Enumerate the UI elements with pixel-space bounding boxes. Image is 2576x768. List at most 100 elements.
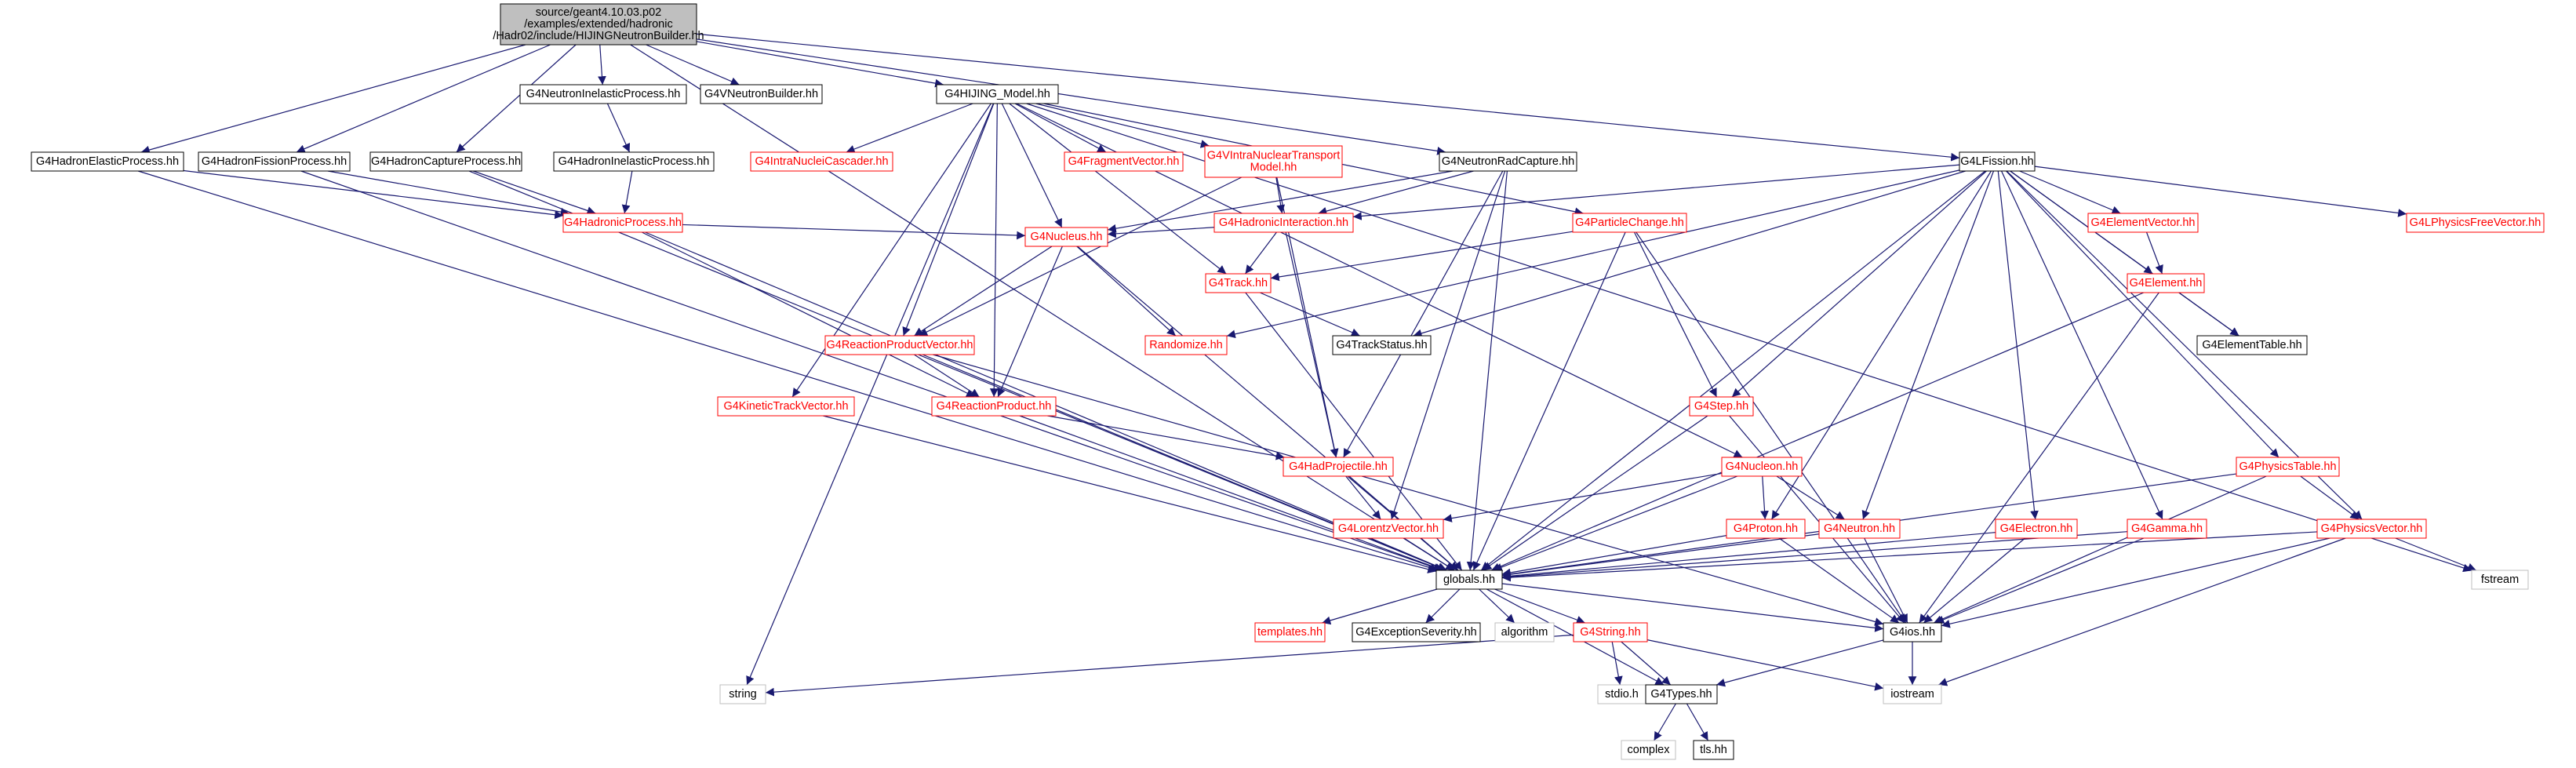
edge-hadronElastic-to-globals xyxy=(137,170,1439,572)
node-box xyxy=(519,84,687,104)
node-electron[interactable]: G4Electron.hh xyxy=(1995,519,2078,539)
node-intraNucleiCascader[interactable]: G4IntraNucleiCascader.hh xyxy=(750,151,893,172)
node-trackStatus: G4TrackStatus.hh xyxy=(1332,335,1432,355)
node-track[interactable]: G4Track.hh xyxy=(1205,273,1272,293)
node-root: source/geant4.10.03.p02/examples/extende… xyxy=(493,3,704,45)
edge-hadronFission-to-globals xyxy=(300,170,1443,572)
edge-physicsVector-to-g4ios xyxy=(1941,537,2330,628)
edge-nucleon-to-neutron xyxy=(1776,475,1845,520)
edges-layer xyxy=(137,33,2477,741)
node-label: G4FragmentVector.hh xyxy=(1068,155,1180,168)
node-box xyxy=(1689,396,1754,417)
node-box xyxy=(1352,622,1481,642)
node-label: G4HadronInelasticProcess.hh xyxy=(558,155,710,168)
node-hijing: G4HIJING_Model.hh xyxy=(936,84,1059,104)
node-box xyxy=(1645,684,1718,704)
edge-globals-to-g4ios xyxy=(1501,583,1884,632)
node-label: G4NeutronRadCapture.hh xyxy=(1442,155,1574,168)
node-box xyxy=(2471,570,2529,590)
node-box xyxy=(750,151,893,172)
node-box xyxy=(1064,151,1184,172)
node-label: G4LPhysicsFreeVector.hh xyxy=(2410,217,2541,229)
node-box xyxy=(1494,622,1555,642)
node-nucleus[interactable]: G4Nucleus.hh xyxy=(1024,227,1108,247)
node-physicsTable[interactable]: G4PhysicsTable.hh xyxy=(2236,457,2340,477)
node-lorentzVector[interactable]: G4LorentzVector.hh xyxy=(1333,519,1444,539)
edge-particleChange-to-track xyxy=(1270,231,1574,282)
node-box xyxy=(1597,684,1646,704)
node-string: string xyxy=(719,684,766,704)
node-reactionProductVector[interactable]: G4ReactionProductVector.hh xyxy=(824,335,975,355)
nodes-layer: source/geant4.10.03.p02/examples/extende… xyxy=(31,3,2545,760)
edge-neutron-to-g4ios xyxy=(1864,537,1908,624)
node-box xyxy=(1024,227,1108,247)
node-box xyxy=(1621,740,1676,760)
node-reactionProduct[interactable]: G4ReactionProduct.hh xyxy=(931,396,1057,417)
node-templates[interactable]: templates.hh xyxy=(1254,622,1326,642)
node-randomize[interactable]: Randomize.hh xyxy=(1144,335,1228,355)
node-proton[interactable]: G4Proton.hh xyxy=(1726,519,1806,539)
edge-reactionProduct-to-globals xyxy=(1019,415,1444,572)
node-particleChange[interactable]: G4ParticleChange.hh xyxy=(1572,213,1687,233)
edge-nucleus-to-globals xyxy=(1077,246,1459,571)
edge-lFission-to-physicsTable xyxy=(2005,170,2279,458)
node-box xyxy=(1726,519,1806,539)
edge-step-to-g4ios xyxy=(1729,415,1905,624)
node-label: G4ExceptionSeverity.hh xyxy=(1355,626,1476,639)
edge-kineticTrackVector-to-globals xyxy=(823,415,1437,573)
edge-lFission-to-randomize xyxy=(1226,169,1960,339)
node-element[interactable]: G4Element.hh xyxy=(2127,273,2205,293)
edge-lFission-to-hadronicInteraction xyxy=(1352,164,1960,220)
node-gamma[interactable]: G4Gamma.hh xyxy=(2127,519,2207,539)
edge-lFission-to-step xyxy=(1731,170,1987,398)
edge-vIntraNuclear-to-hadronicInteraction xyxy=(1275,177,1286,214)
node-label: G4NeutronInelasticProcess.hh xyxy=(526,88,681,100)
node-label: G4VNeutronBuilder.hh xyxy=(704,88,818,100)
node-fragmentVector[interactable]: G4FragmentVector.hh xyxy=(1064,151,1184,172)
node-label: G4ElementVector.hh xyxy=(2091,217,2196,229)
node-hadronicProcess[interactable]: G4HadronicProcess.hh xyxy=(562,213,683,233)
edge-hijing-to-fstream xyxy=(1026,103,2472,573)
node-step[interactable]: G4Step.hh xyxy=(1689,396,1754,417)
edge-globals-to-algorithm xyxy=(1479,588,1515,624)
edge-nucleus-to-reactionProductVector xyxy=(914,246,1053,337)
node-kineticTrackVector[interactable]: G4KineticTrackVector.hh xyxy=(717,396,855,417)
node-label: G4Gamma.hh xyxy=(2131,522,2203,535)
node-label: G4Proton.hh xyxy=(1734,522,1798,535)
edge-nucleon-to-lorentzVector xyxy=(1443,472,1723,522)
edge-lFission-to-elementVector xyxy=(2019,170,2121,214)
node-g4string[interactable]: G4String.hh xyxy=(1573,622,1648,642)
node-box xyxy=(2087,213,2199,233)
node-lFission: G4LFission.hh xyxy=(1959,151,2036,172)
node-label: stdio.h xyxy=(1605,688,1639,701)
edge-hijing-to-string xyxy=(746,103,994,686)
node-box xyxy=(1204,145,1343,178)
node-label: globals.hh xyxy=(1443,573,1495,586)
node-hadronFission: G4HadronFissionProcess.hh xyxy=(198,151,351,172)
edge-electron-to-g4ios xyxy=(1923,537,2026,624)
node-box xyxy=(1573,622,1648,642)
node-hadronicInteraction[interactable]: G4HadronicInteraction.hh xyxy=(1213,213,1354,233)
node-g4ios: G4ios.hh xyxy=(1883,622,1942,642)
edge-root-to-neutronRadCapture xyxy=(696,38,1446,155)
node-physicsVector[interactable]: G4PhysicsVector.hh xyxy=(2316,519,2427,539)
node-label: G4HadronCaptureProcess.hh xyxy=(371,155,521,168)
edge-neutron-to-globals xyxy=(1501,533,1820,579)
edge-hadronCapture-to-globals xyxy=(468,170,1446,571)
node-hadProjectile[interactable]: G4HadProjectile.hh xyxy=(1283,457,1394,477)
edge-hadronicInteraction-to-nucleus xyxy=(1107,227,1215,238)
edge-neutronInelastic-to-hadronInelastic xyxy=(606,103,631,153)
node-label: tls.hh xyxy=(1700,744,1727,756)
node-label: G4Nucleon.hh xyxy=(1726,460,1799,473)
edge-g4string-to-iostream xyxy=(1646,639,1884,691)
node-neutron[interactable]: G4Neutron.hh xyxy=(1818,519,1901,539)
node-nucleon[interactable]: G4Nucleon.hh xyxy=(1721,457,1803,477)
node-lPhysicsFreeVector[interactable]: G4LPhysicsFreeVector.hh xyxy=(2406,213,2545,233)
node-label: G4KineticTrackVector.hh xyxy=(723,400,848,413)
node-elementVector[interactable]: G4ElementVector.hh xyxy=(2087,213,2199,233)
node-box xyxy=(1254,622,1326,642)
edge-lFission-to-lPhysicsFreeVector xyxy=(2034,166,2407,217)
edge-hadProjectile-to-lorentzVector xyxy=(1345,475,1381,520)
